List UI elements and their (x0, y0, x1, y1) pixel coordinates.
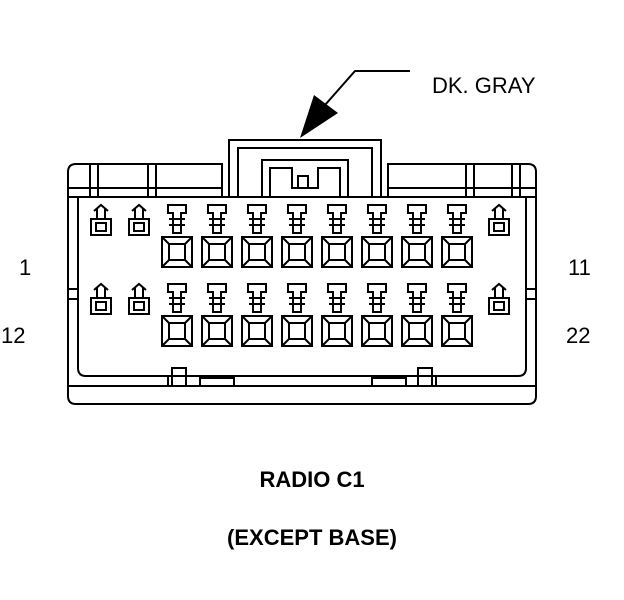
clip-left-row-2 (90, 282, 112, 315)
pin-label-22: 22 (566, 323, 591, 348)
terminal-row-1 (161, 204, 193, 268)
terminal-row-1 (281, 204, 313, 268)
terminal-row-2 (401, 283, 433, 347)
terminal-row-2 (241, 283, 273, 347)
terminal-row-2 (441, 283, 473, 347)
connector-body (67, 139, 537, 405)
clip-right-row-1 (488, 203, 510, 236)
terminal-row-1 (361, 204, 393, 268)
clip-left2-row-2 (128, 282, 150, 315)
terminal-row-1 (201, 204, 233, 268)
connector-variant: (EXCEPT BASE) (227, 525, 397, 550)
pointer-arrow (300, 95, 338, 138)
pin-label-12: 12 (1, 323, 26, 348)
terminal-row-1 (401, 204, 433, 268)
terminal-row-2 (361, 283, 393, 347)
terminal-row-2 (281, 283, 313, 347)
clip-left2-row-1 (128, 203, 150, 236)
terminal-row-2 (201, 283, 233, 347)
pin-cavities (90, 203, 510, 347)
wire-color-label: DK. GRAY (432, 73, 536, 98)
terminal-row-1 (441, 204, 473, 268)
clip-left-row-1 (90, 203, 112, 236)
terminal-row-2 (321, 283, 353, 347)
terminal-row-2 (161, 283, 193, 347)
connector-name: RADIO C1 (259, 467, 365, 492)
pin-label-11: 11 (568, 255, 591, 280)
pin-label-1: 1 (19, 255, 32, 280)
terminal-row-1 (321, 204, 353, 268)
clip-right-row-2 (488, 282, 510, 315)
terminal-row-1 (241, 204, 273, 268)
